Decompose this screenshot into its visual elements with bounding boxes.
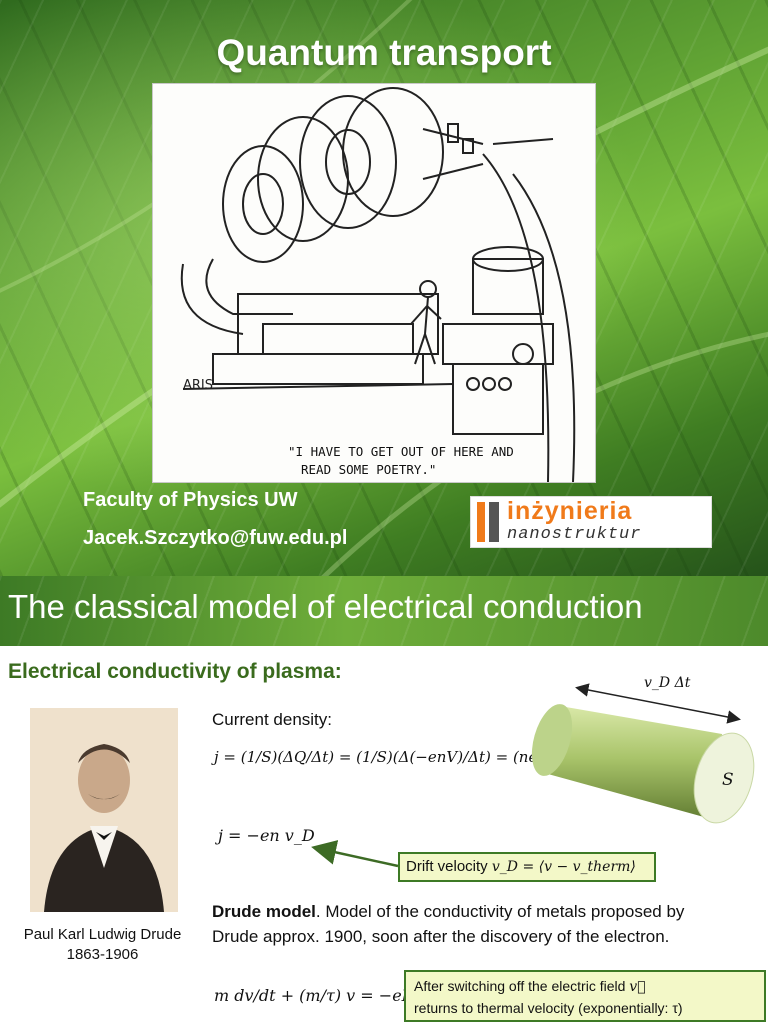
equation-of-motion: m dv/dt + (m/τ) v = −eE [214,986,414,1005]
cartoon-illustration: ARIS "I HAVE TO GET OUT OF HERE AND READ… [152,83,596,483]
drift-velocity-formula: v_D = ⟨v − v_therm⟩ [491,859,636,875]
affiliation: Faculty of Physics UW [83,489,298,511]
drude-model-text-2: Drude approx. 1900, soon after the disco… [212,927,670,946]
note-line1: After switching off the electric field [414,978,626,994]
portrait-image [30,708,178,912]
current-density-equation: j = (1/S)(ΔQ/Δt) = (1/S)(Δ(−enV)/Δt) = (… [214,748,657,766]
current-density-label: Current density: [212,710,332,729]
cartoon-caption-line2: READ SOME POETRY." [301,462,436,477]
drift-velocity-label: Drift velocity [406,858,488,875]
drift-current-equation: j = −en v_D [218,826,315,845]
note-line2: returns to thermal velocity (exponential… [414,1000,683,1016]
slide-banner: The classical model of electrical conduc… [0,576,768,646]
section-subtitle: Electrical conductivity of plasma: [8,660,342,683]
drift-velocity-box: Drift velocity v_D = ⟨v − v_therm⟩ [398,852,656,882]
slide-title: Quantum transport [216,32,552,73]
drude-portrait [30,708,178,912]
logo: inżynieria nanostruktur [470,496,712,548]
cartoon-drawing: ARIS "I HAVE TO GET OUT OF HERE AND READ… [180,87,576,483]
cartoon-caption-line1: "I HAVE TO GET OUT OF HERE AND [288,444,514,459]
drude-model-paragraph: Drude model. Model of the conductivity o… [212,902,768,922]
logo-text-bottom: nanostruktur [507,525,642,544]
cartoon-signature: ARIS [183,378,213,393]
cylinder-area-label: S [722,770,734,790]
cylinder-length-label: v_D Δt [644,675,691,691]
logo-mark [477,502,501,542]
thermal-relaxation-note: After switching off the electric field v… [404,970,766,1022]
email-link[interactable]: Jacek.Szczytko@fuw.edu.pl [83,527,348,549]
drude-model-bold: Drude model [212,902,316,921]
slide-title: The classical model of electrical conduc… [8,588,643,625]
portrait-caption-name: Paul Karl Ludwig Drude [23,926,182,943]
content-slide: The classical model of electrical conduc… [0,576,768,1024]
logo-text-top: inżynieria [507,497,633,525]
drude-model-text-1: . Model of the conductivity of metals pr… [315,902,685,921]
portrait-caption-years: 1863-1906 [66,946,139,963]
title-slide: Quantum transport [0,0,768,576]
